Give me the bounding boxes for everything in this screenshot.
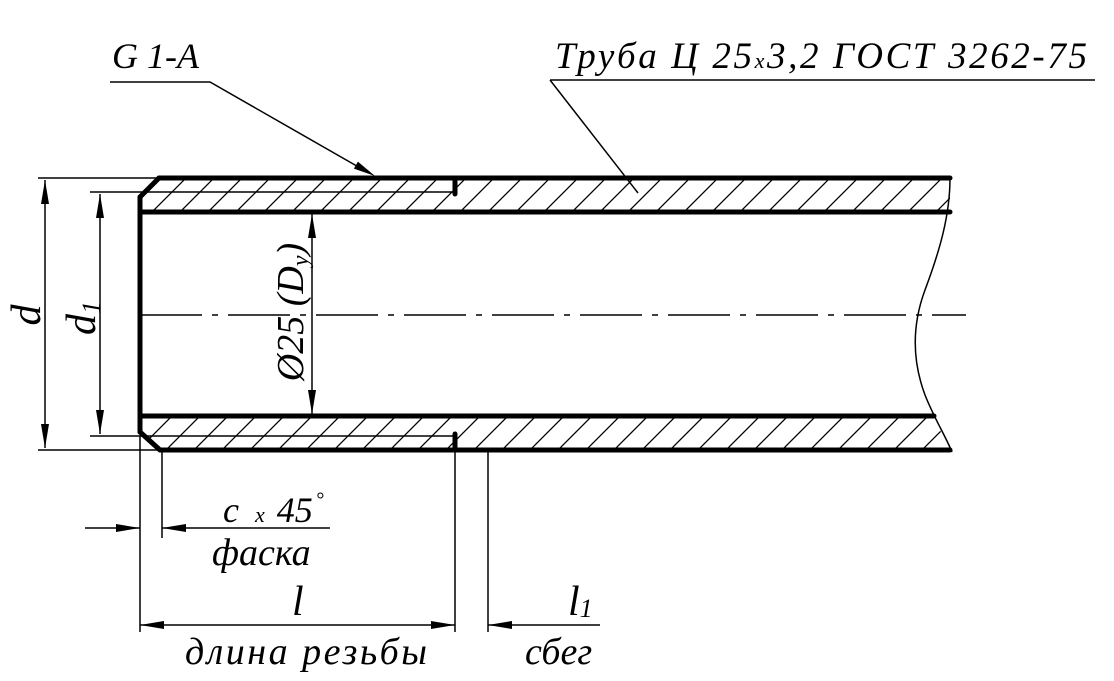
runout-caption: сбег — [525, 631, 592, 673]
chamfer-angle: 45 — [277, 490, 313, 530]
bottom-chamfer — [137, 429, 163, 453]
chamfer-arrow-left — [116, 524, 140, 532]
thread-designation-leader-arrow — [353, 161, 375, 176]
d1-arrow-top — [96, 194, 104, 218]
dy-label-close: ) — [270, 243, 312, 258]
top-chamfer — [137, 175, 162, 200]
thread-length-arrow-left — [140, 621, 164, 629]
runout-symbol-main: l — [568, 579, 580, 625]
top-wall-hatching — [140, 180, 950, 212]
thread-designation-leader — [110, 81, 363, 170]
chamfer-arrow-right — [162, 524, 186, 532]
runout-arrow — [488, 621, 512, 629]
d-label: d — [4, 304, 50, 326]
chamfer-times: x — [254, 502, 265, 527]
chamfer-degree: ° — [316, 489, 324, 511]
d1-label: d1 — [59, 301, 106, 335]
thread-designation-label: G 1-A — [112, 36, 200, 76]
thread-length-caption: длина резьбы — [185, 631, 427, 673]
dy-arrow-top — [308, 214, 316, 238]
d-arrow-bottom — [41, 424, 49, 448]
dy-label-sub: y — [288, 255, 314, 268]
d1-arrow-bottom — [96, 410, 104, 434]
pipe-designation-part1: Труба Ц 25 — [555, 36, 752, 77]
dy-label: Ø25 (Dy) — [270, 243, 314, 382]
thread-length-arrow-right — [431, 621, 455, 629]
thread-length-symbol: l — [292, 579, 304, 625]
pipe-designation-leader — [549, 79, 639, 194]
runout-symbol-sub: 1 — [580, 594, 593, 623]
pipe-designation-part2: 3,2 ГОСТ 3262-75 — [766, 36, 1087, 77]
bottom-wall-hatching — [140, 416, 950, 450]
d-arrow-top — [41, 180, 49, 204]
d1-label-sub: 1 — [77, 301, 106, 314]
break-line — [914, 177, 953, 453]
runout-symbol: l1 — [568, 579, 593, 625]
chamfer-caption: фаска — [212, 532, 311, 574]
dy-arrow-bottom — [308, 390, 316, 414]
pipe-designation-times: x — [754, 48, 765, 73]
chamfer-size-symbol: c — [223, 490, 239, 530]
d1-label-main: d — [59, 313, 105, 335]
dy-label-main: Ø25 (D — [270, 266, 312, 382]
